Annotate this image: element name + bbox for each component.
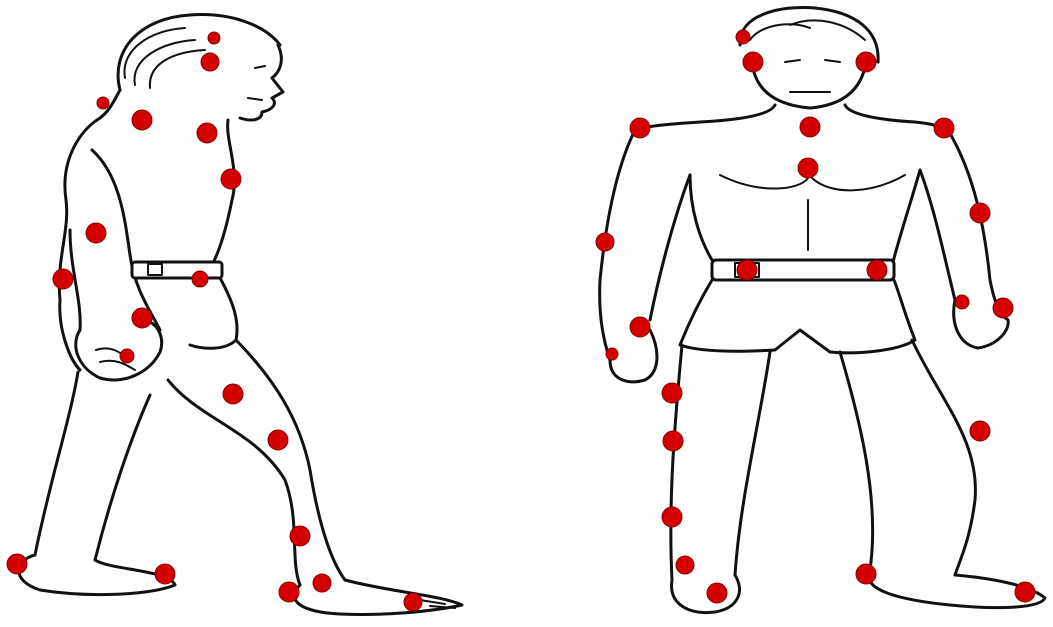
body-marker-dot [630,317,650,337]
body-marker-dot [970,203,990,223]
body-marker-dot [223,384,243,404]
body-marker-dot [97,97,109,109]
body-marker-dot [221,169,241,189]
body-marker-dot [934,118,954,138]
marker-group [7,30,1035,611]
body-marker-dot [192,271,208,287]
body-marker-dot [606,348,618,360]
body-marker-dot [736,30,750,44]
body-marker-dot [993,298,1013,318]
body-marker-dot [290,526,310,546]
body-marker-dot [743,52,763,72]
body-marker-dot [208,32,220,44]
body-marker-dot [800,117,820,137]
body-marker-dot [268,430,288,450]
body-marker-dot [798,158,818,178]
body-marker-dot [132,110,152,130]
body-marker-dot [630,118,650,138]
body-marker-dot [596,233,614,251]
body-marker-dot [201,53,219,71]
body-marker-dot [856,52,876,72]
body-marker-dot [676,556,694,574]
body-marker-dot [662,507,682,527]
body-marker-dot [197,123,217,143]
body-marker-dot [867,260,887,280]
body-marker-dot [970,421,990,441]
body-marker-dot [132,308,152,328]
body-marker-dot [279,582,299,602]
body-marker-dot [955,295,969,309]
body-marker-dot [1015,582,1035,602]
body-marker-dot [313,574,331,592]
body-marker-dot [86,223,106,243]
body-marker-dot [663,431,683,451]
body-marker-dot [737,260,757,280]
body-marker-dot [7,554,27,574]
body-marker-dot [404,593,422,611]
body-marker-dot [120,349,134,363]
body-marker-dot [662,383,682,403]
body-marker-dot [155,564,175,584]
body-marker-dot [856,564,876,584]
side-view-figure [19,15,462,615]
body-marker-dot [707,583,727,603]
body-marker-dot [53,269,73,289]
